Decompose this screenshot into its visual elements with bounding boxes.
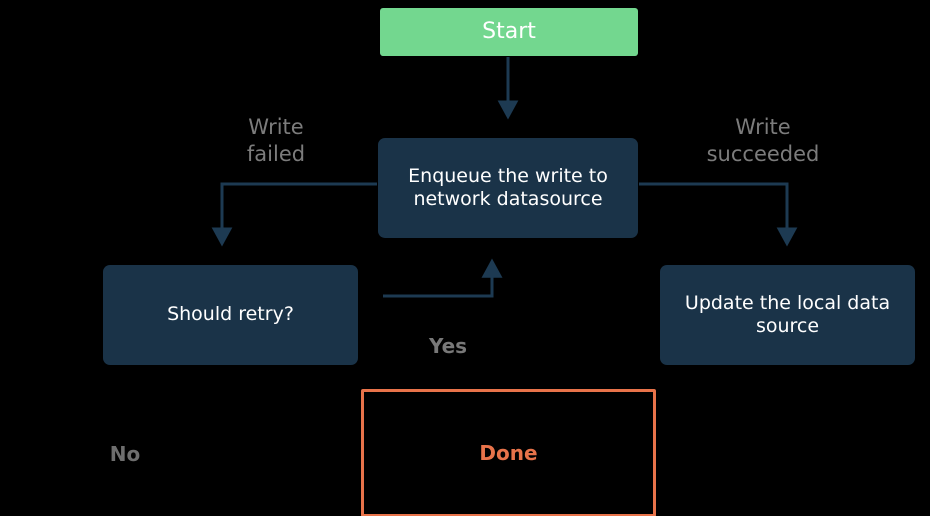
- node-done-label: Done: [479, 440, 538, 465]
- edge-label-yes: Yes: [428, 334, 468, 358]
- node-update-label: Update the local data source: [684, 291, 891, 337]
- node-should-retry[interactable]: Should retry?: [103, 265, 358, 365]
- edge-decision-yes-to-process: [383, 258, 503, 298]
- node-enqueue-write[interactable]: Enqueue the write to network datasource: [378, 138, 638, 238]
- node-start[interactable]: Start: [380, 8, 638, 56]
- node-process-label: Enqueue the write to network datasource: [408, 164, 608, 210]
- node-done[interactable]: Done: [361, 389, 656, 516]
- edge-label-write-failed: Write failed: [246, 115, 306, 166]
- edge-process-to-update: [639, 182, 798, 247]
- node-start-label: Start: [482, 18, 536, 44]
- edge-process-to-decision: [211, 182, 377, 247]
- edge-label-no: No: [109, 442, 141, 466]
- node-update-local-data-source[interactable]: Update the local data source: [660, 265, 915, 365]
- edge-label-write-succeeded: Write succeeded: [706, 115, 820, 166]
- node-decision-label: Should retry?: [167, 303, 294, 326]
